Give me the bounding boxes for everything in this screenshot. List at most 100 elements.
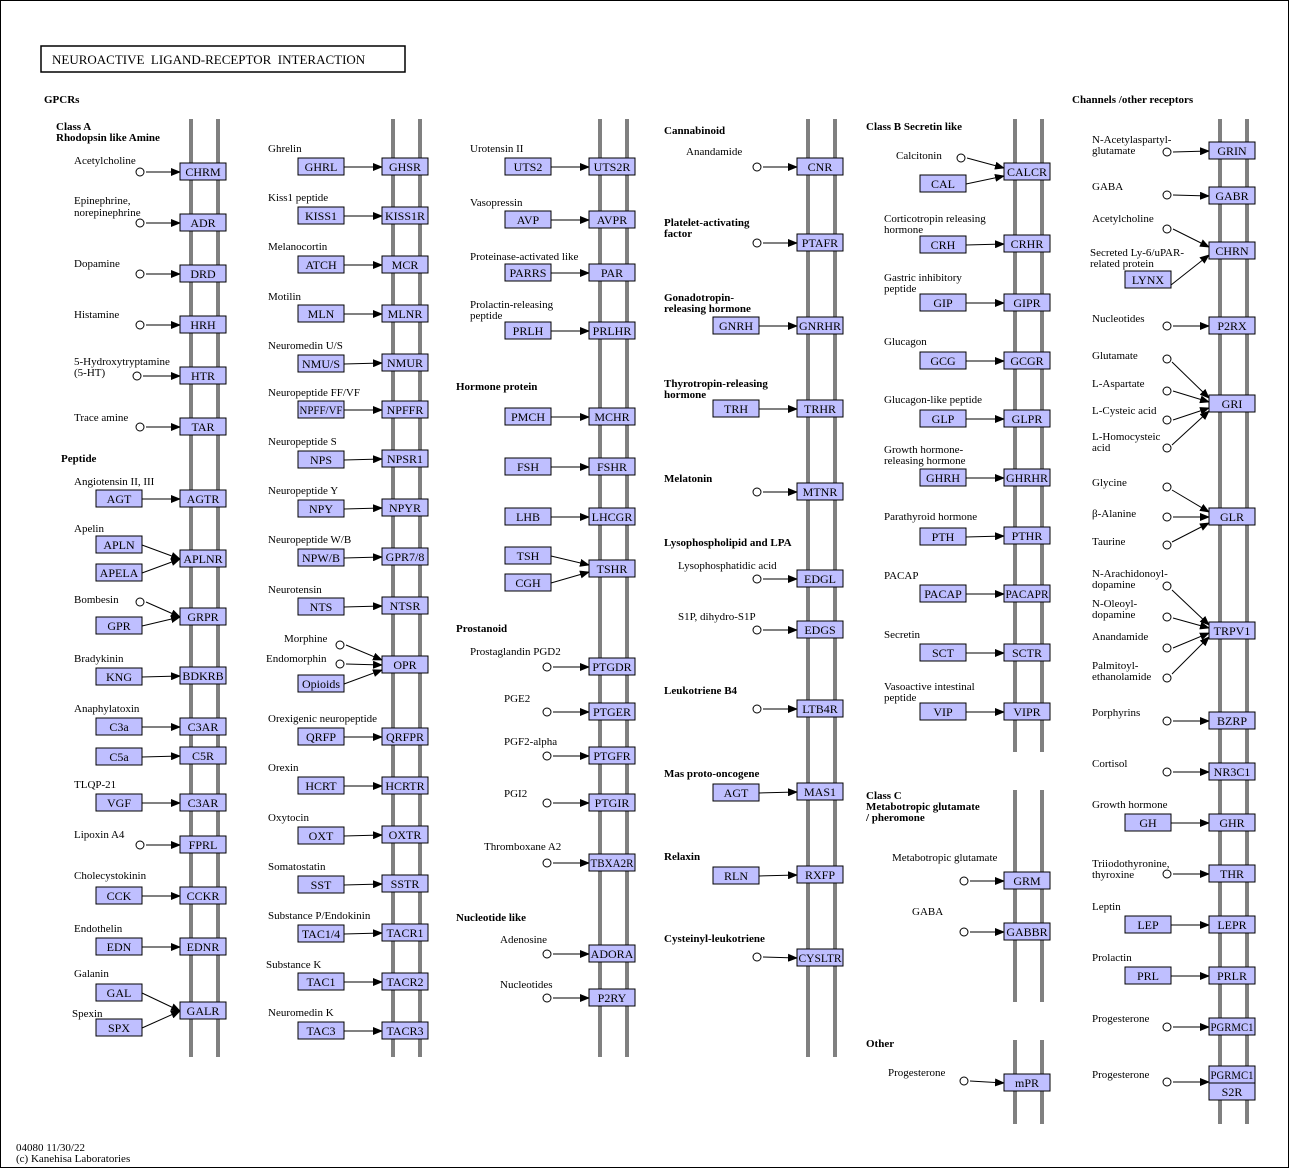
gene-node-hrh[interactable]: HRH	[179, 315, 227, 334]
gene-node-crhr[interactable]: CRHR	[1003, 234, 1051, 253]
compound-node[interactable]	[542, 858, 552, 868]
gene-node-c5a[interactable]: C5a	[95, 747, 143, 766]
compound-node[interactable]	[135, 597, 145, 607]
gene-node-fprl[interactable]: FPRL	[179, 835, 227, 854]
gene-node-adora[interactable]: ADORA	[588, 944, 636, 963]
gene-node-htr[interactable]: HTR	[179, 366, 227, 385]
gene-node-gpr78[interactable]: GPR7/8	[381, 547, 429, 566]
gene-node-lhb[interactable]: LHB	[504, 507, 552, 526]
gene-node-trpv1[interactable]: TRPV1	[1208, 621, 1256, 640]
compound-node[interactable]	[542, 949, 552, 959]
gene-node-cgh[interactable]: CGH	[504, 573, 552, 592]
gene-node-apela[interactable]: APELA	[95, 563, 143, 582]
gene-node-lynx[interactable]: LYNX	[1124, 270, 1172, 289]
compound-node[interactable]	[752, 238, 762, 248]
gene-node-gnrh[interactable]: GNRH	[712, 316, 760, 335]
gene-node-prl[interactable]: PRL	[1124, 966, 1172, 985]
compound-node[interactable]	[959, 927, 969, 937]
gene-node-ptgdr[interactable]: PTGDR	[588, 657, 636, 676]
gene-node-tac14[interactable]: TAC1/4	[297, 924, 345, 943]
gene-node-ptger[interactable]: PTGER	[588, 702, 636, 721]
gene-node-nps[interactable]: NPS	[297, 450, 345, 469]
gene-node-par[interactable]: PAR	[588, 263, 636, 282]
gene-node-pgrmc1a[interactable]: PGRMC1	[1208, 1017, 1256, 1036]
gene-node-ltb4r[interactable]: LTB4R	[796, 699, 844, 718]
compound-node[interactable]	[1162, 581, 1172, 591]
gene-node-c3ar[interactable]: C3AR	[179, 717, 227, 736]
gene-node-opr[interactable]: OPR	[381, 655, 429, 674]
gene-node-cckr[interactable]: CCKR	[179, 886, 227, 905]
gene-node-agt[interactable]: AGT	[95, 489, 143, 508]
gene-node-gip[interactable]: GIP	[919, 293, 967, 312]
gene-node-vgf[interactable]: VGF	[95, 793, 143, 812]
compound-node[interactable]	[135, 422, 145, 432]
gene-node-grpr[interactable]: GRPR	[179, 607, 227, 626]
gene-node-qrfpr[interactable]: QRFPR	[381, 727, 429, 746]
gene-node-tacr1[interactable]: TACR1	[381, 923, 429, 942]
compound-node[interactable]	[542, 798, 552, 808]
gene-node-grm[interactable]: GRM	[1003, 871, 1051, 890]
gene-node-mchr[interactable]: MCHR	[588, 407, 636, 426]
compound-node[interactable]	[135, 320, 145, 330]
gene-node-npsr1[interactable]: NPSR1	[381, 449, 429, 468]
gene-node-nmus[interactable]: NMU/S	[297, 354, 345, 373]
gene-node-sst[interactable]: SST	[297, 875, 345, 894]
compound-node[interactable]	[1162, 190, 1172, 200]
compound-node[interactable]	[1162, 354, 1172, 364]
compound-node[interactable]	[1162, 643, 1172, 653]
gene-node-crh[interactable]: CRH	[919, 235, 967, 254]
gene-node-kiss1[interactable]: KISS1	[297, 206, 345, 225]
compound-node[interactable]	[135, 167, 145, 177]
gene-node-gal[interactable]: GAL	[95, 983, 143, 1002]
gene-node-galr[interactable]: GALR	[179, 1001, 227, 1020]
gene-node-uts2[interactable]: UTS2	[504, 157, 552, 176]
gene-node-gipr[interactable]: GIPR	[1003, 293, 1051, 312]
gene-node-sctr[interactable]: SCTR	[1003, 643, 1051, 662]
compound-node[interactable]	[1162, 386, 1172, 396]
compound-node[interactable]	[335, 640, 345, 650]
compound-node[interactable]	[752, 162, 762, 172]
compound-node[interactable]	[752, 574, 762, 584]
gene-node-kiss1r[interactable]: KISS1R	[381, 206, 429, 225]
gene-node-tar[interactable]: TAR	[179, 417, 227, 436]
gene-node-cal[interactable]: CAL	[919, 174, 967, 193]
gene-node-cysltr[interactable]: CYSLTR	[796, 948, 844, 967]
gene-node-uts2r[interactable]: UTS2R	[588, 157, 636, 176]
gene-node-sstr[interactable]: SSTR	[381, 874, 429, 893]
gene-node-mcr[interactable]: MCR	[381, 255, 429, 274]
gene-node-edn[interactable]: EDN	[95, 937, 143, 956]
gene-node-gpr[interactable]: GPR	[95, 616, 143, 635]
gene-node-npffvf[interactable]: NPFF/VF	[297, 400, 345, 419]
gene-node-vipr[interactable]: VIPR	[1003, 702, 1051, 721]
gene-node-ednr[interactable]: EDNR	[179, 937, 227, 956]
compound-node[interactable]	[1162, 147, 1172, 157]
gene-node-tbxa2r[interactable]: TBXA2R	[588, 853, 636, 872]
compound-node[interactable]	[1162, 1022, 1172, 1032]
gene-node-cck[interactable]: CCK	[95, 886, 143, 905]
compound-node[interactable]	[135, 269, 145, 279]
gene-node-grin[interactable]: GRIN	[1208, 141, 1256, 160]
gene-node-rxfp[interactable]: RXFP	[796, 865, 844, 884]
gene-node-gcg[interactable]: GCG	[919, 351, 967, 370]
gene-node-lepr[interactable]: LEPR	[1208, 915, 1256, 934]
gene-node-kng[interactable]: KNG	[95, 667, 143, 686]
gene-node-p2rx[interactable]: P2RX	[1208, 316, 1256, 335]
gene-node-mas1[interactable]: MAS1	[796, 782, 844, 801]
gene-node-glr[interactable]: GLR	[1208, 507, 1256, 526]
compound-node[interactable]	[752, 487, 762, 497]
compound-node[interactable]	[135, 840, 145, 850]
compound-node[interactable]	[1162, 716, 1172, 726]
gene-node-thr[interactable]: THR	[1208, 864, 1256, 883]
gene-node-prlhr[interactable]: PRLHR	[588, 321, 636, 340]
gene-node-bzrp[interactable]: BZRP	[1208, 711, 1256, 730]
compound-node[interactable]	[132, 371, 142, 381]
compound-node[interactable]	[752, 625, 762, 635]
gene-node-glpr[interactable]: GLPR	[1003, 409, 1051, 428]
gene-node-calcr[interactable]: CALCR	[1003, 162, 1051, 181]
gene-node-apln[interactable]: APLN	[95, 535, 143, 554]
gene-node-gh[interactable]: GH	[1124, 813, 1172, 832]
gene-node-hcrt[interactable]: HCRT	[297, 776, 345, 795]
gene-node-tshr[interactable]: TSHR	[588, 559, 636, 578]
gene-node-mln[interactable]: MLN	[297, 304, 345, 323]
compound-node[interactable]	[1162, 767, 1172, 777]
